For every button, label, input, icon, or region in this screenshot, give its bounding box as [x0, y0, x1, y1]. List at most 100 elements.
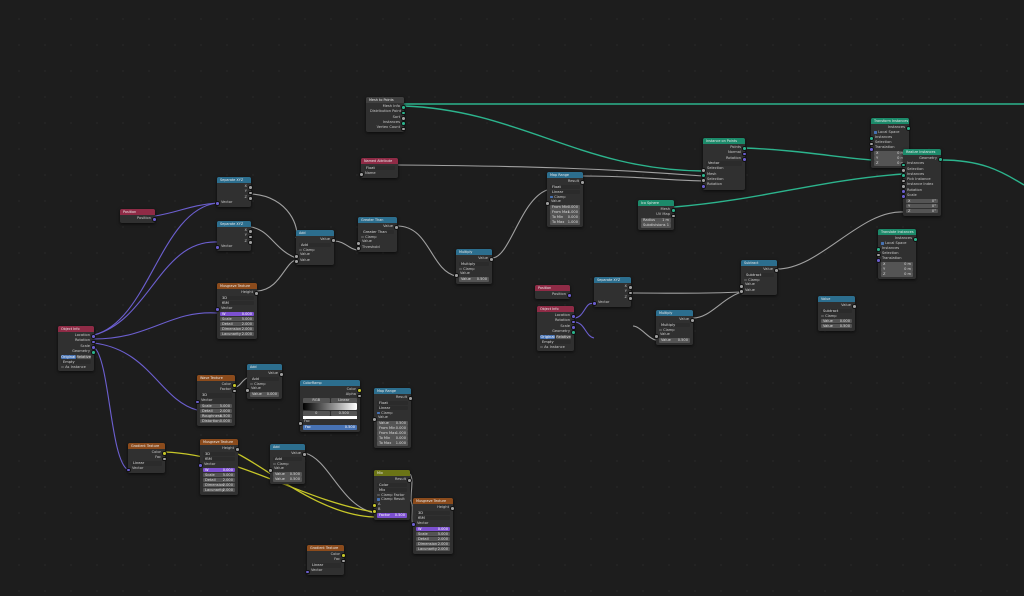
- checkbox[interactable]: [273, 462, 276, 466]
- output-socket[interactable]: [357, 388, 362, 394]
- input-socket[interactable]: [901, 173, 906, 179]
- input-socket[interactable]: [215, 245, 220, 251]
- checkbox-row[interactable]: Clamp: [374, 411, 411, 416]
- output-socket[interactable]: [628, 285, 633, 291]
- ramp-pos-field[interactable]: 0: [303, 411, 330, 416]
- output-socket[interactable]: [671, 208, 676, 214]
- checkbox[interactable]: [361, 235, 364, 239]
- node-header[interactable]: Position: [120, 209, 155, 215]
- input-socket[interactable]: [701, 183, 706, 189]
- checkbox[interactable]: [61, 365, 64, 369]
- output-socket[interactable]: [152, 217, 157, 223]
- input-socket[interactable]: [245, 387, 250, 393]
- checkbox[interactable]: [299, 248, 302, 252]
- input-socket[interactable]: [356, 246, 361, 251]
- node-header[interactable]: Musgrave Texture: [413, 498, 453, 504]
- input-socket[interactable]: [869, 146, 874, 152]
- checkbox[interactable]: [881, 242, 884, 245]
- node-header[interactable]: Musgrave Texture: [200, 439, 238, 445]
- checkbox-row[interactable]: Clamp: [741, 278, 777, 283]
- output-socket[interactable]: [248, 185, 253, 191]
- input-socket[interactable]: [901, 178, 906, 184]
- checkbox[interactable]: [459, 267, 462, 271]
- output-socket[interactable]: [232, 388, 237, 394]
- output-socket[interactable]: [279, 372, 284, 378]
- node-header[interactable]: Add: [296, 230, 334, 236]
- input-socket[interactable]: [901, 167, 906, 173]
- checkbox-row[interactable]: Clamp: [358, 235, 397, 240]
- input-socket[interactable]: [545, 200, 550, 206]
- input-socket[interactable]: [298, 420, 303, 426]
- checkbox-row[interactable]: Clamp: [818, 314, 855, 319]
- output-socket[interactable]: [671, 213, 676, 219]
- node-header[interactable]: Map Range: [374, 388, 411, 394]
- input-socket[interactable]: [215, 307, 220, 313]
- output-socket[interactable]: [690, 318, 695, 324]
- output-socket[interactable]: [91, 344, 96, 350]
- output-socket[interactable]: [401, 121, 406, 127]
- output-socket[interactable]: [742, 156, 747, 162]
- dropdown-field[interactable]: Float: [550, 184, 580, 190]
- output-socket[interactable]: [628, 295, 633, 301]
- dropdown-field[interactable]: 3D: [416, 510, 450, 516]
- input-socket[interactable]: [411, 522, 416, 528]
- mode-button-relative[interactable]: Relative: [76, 354, 91, 360]
- node-header[interactable]: Object Info: [537, 306, 574, 312]
- dropdown-field[interactable]: fBM: [220, 300, 254, 306]
- dropdown-field[interactable]: Add: [250, 376, 279, 382]
- dropdown-field[interactable]: Add: [273, 456, 302, 462]
- checkbox[interactable]: [550, 195, 553, 199]
- output-socket[interactable]: [232, 383, 237, 389]
- node-header[interactable]: Add: [270, 444, 305, 450]
- node-header[interactable]: Gradient Texture: [128, 443, 165, 449]
- checkbox[interactable]: [659, 328, 662, 332]
- output-socket[interactable]: [302, 452, 307, 458]
- input-socket[interactable]: [869, 136, 874, 142]
- input-socket[interactable]: [215, 201, 220, 207]
- dropdown-field[interactable]: Linear: [550, 189, 580, 195]
- input-socket[interactable]: [876, 247, 881, 253]
- output-socket[interactable]: [571, 314, 576, 320]
- output-socket[interactable]: [248, 239, 253, 245]
- mode-button-relative[interactable]: Relative: [556, 334, 571, 340]
- output-socket[interactable]: [407, 478, 412, 484]
- input-socket[interactable]: [701, 173, 706, 178]
- node-header[interactable]: Object Info: [58, 326, 94, 332]
- node-header[interactable]: Mix: [374, 470, 410, 476]
- checkbox-row[interactable]: Clamp: [547, 195, 583, 200]
- output-socket[interactable]: [91, 334, 96, 340]
- output-socket[interactable]: [401, 115, 406, 121]
